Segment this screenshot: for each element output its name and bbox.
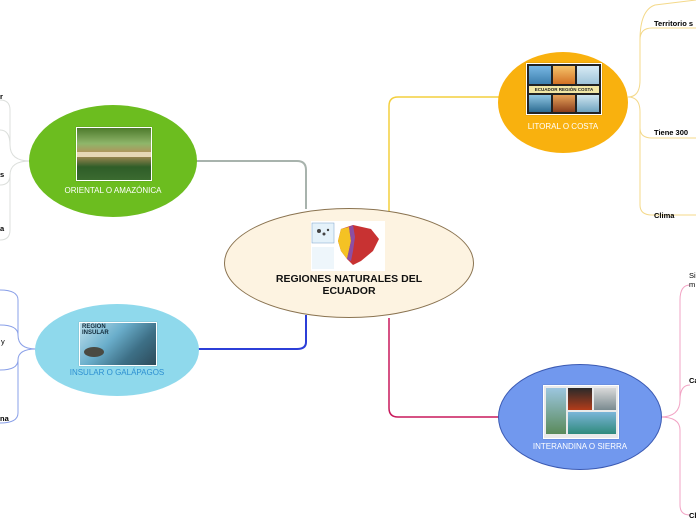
amazon-photo-image xyxy=(76,127,152,181)
insular-node[interactable]: REGION INSULAR INSULAR O GALÁPAGOS xyxy=(35,304,199,396)
oriental-leaf-1: r xyxy=(0,92,3,101)
link-oriental-leaves xyxy=(0,99,31,241)
link-center-oriental xyxy=(195,160,307,209)
galapagos-photo-image: REGION INSULAR xyxy=(79,322,157,366)
litoral-leaf-2: Tiene 300 xyxy=(654,128,689,137)
galapagos-image-title-1: REGION xyxy=(82,324,106,330)
ecuador-map-image xyxy=(311,221,385,271)
coast-image-caption: ECUADOR REGIÓN COSTA xyxy=(529,86,599,93)
oriental-node[interactable]: ORIENTAL O AMAZÓNICA xyxy=(29,105,197,217)
litoral-leaf-1: Territorio s xyxy=(654,19,694,28)
link-center-litoral xyxy=(388,96,500,217)
link-center-insular xyxy=(197,315,307,350)
insular-leaf-1: y xyxy=(1,337,5,346)
link-interandina-leaves xyxy=(659,284,691,516)
oriental-leaf-3: a xyxy=(0,224,5,233)
litoral-label: LITORAL O COSTA xyxy=(527,122,599,131)
link-insular-leaves xyxy=(0,289,37,424)
interandina-leaf-1: Si xyxy=(689,271,696,280)
sierra-photo-image xyxy=(543,385,619,439)
litoral-node[interactable]: ECUADOR REGIÓN COSTA LITORAL O COSTA xyxy=(498,52,628,153)
link-center-interandina xyxy=(388,318,500,418)
link-litoral-leaves xyxy=(627,0,696,216)
insular-leaf-2: na xyxy=(0,414,9,423)
center-node[interactable]: REGIONES NATURALES DEL ECUADOR xyxy=(224,208,474,318)
interandina-node[interactable]: INTERANDINA O SIERRA xyxy=(498,364,662,470)
coast-photo-image: ECUADOR REGIÓN COSTA xyxy=(526,63,602,115)
interandina-label: INTERANDINA O SIERRA xyxy=(532,442,628,451)
galapagos-image-title-2: INSULAR xyxy=(82,330,109,336)
center-title: REGIONES NATURALES DEL ECUADOR xyxy=(275,273,423,297)
interandina-leaf-2: m xyxy=(689,280,696,289)
oriental-leaf-2: s xyxy=(0,170,5,179)
oriental-label: ORIENTAL O AMAZÓNICA xyxy=(64,186,162,195)
insular-label: INSULAR O GALÁPAGOS xyxy=(69,368,165,377)
interandina-leaf-3: Ca xyxy=(689,376,696,385)
interandina-leaf-4: Cl xyxy=(689,511,696,520)
litoral-leaf-3: Clima xyxy=(654,211,675,220)
